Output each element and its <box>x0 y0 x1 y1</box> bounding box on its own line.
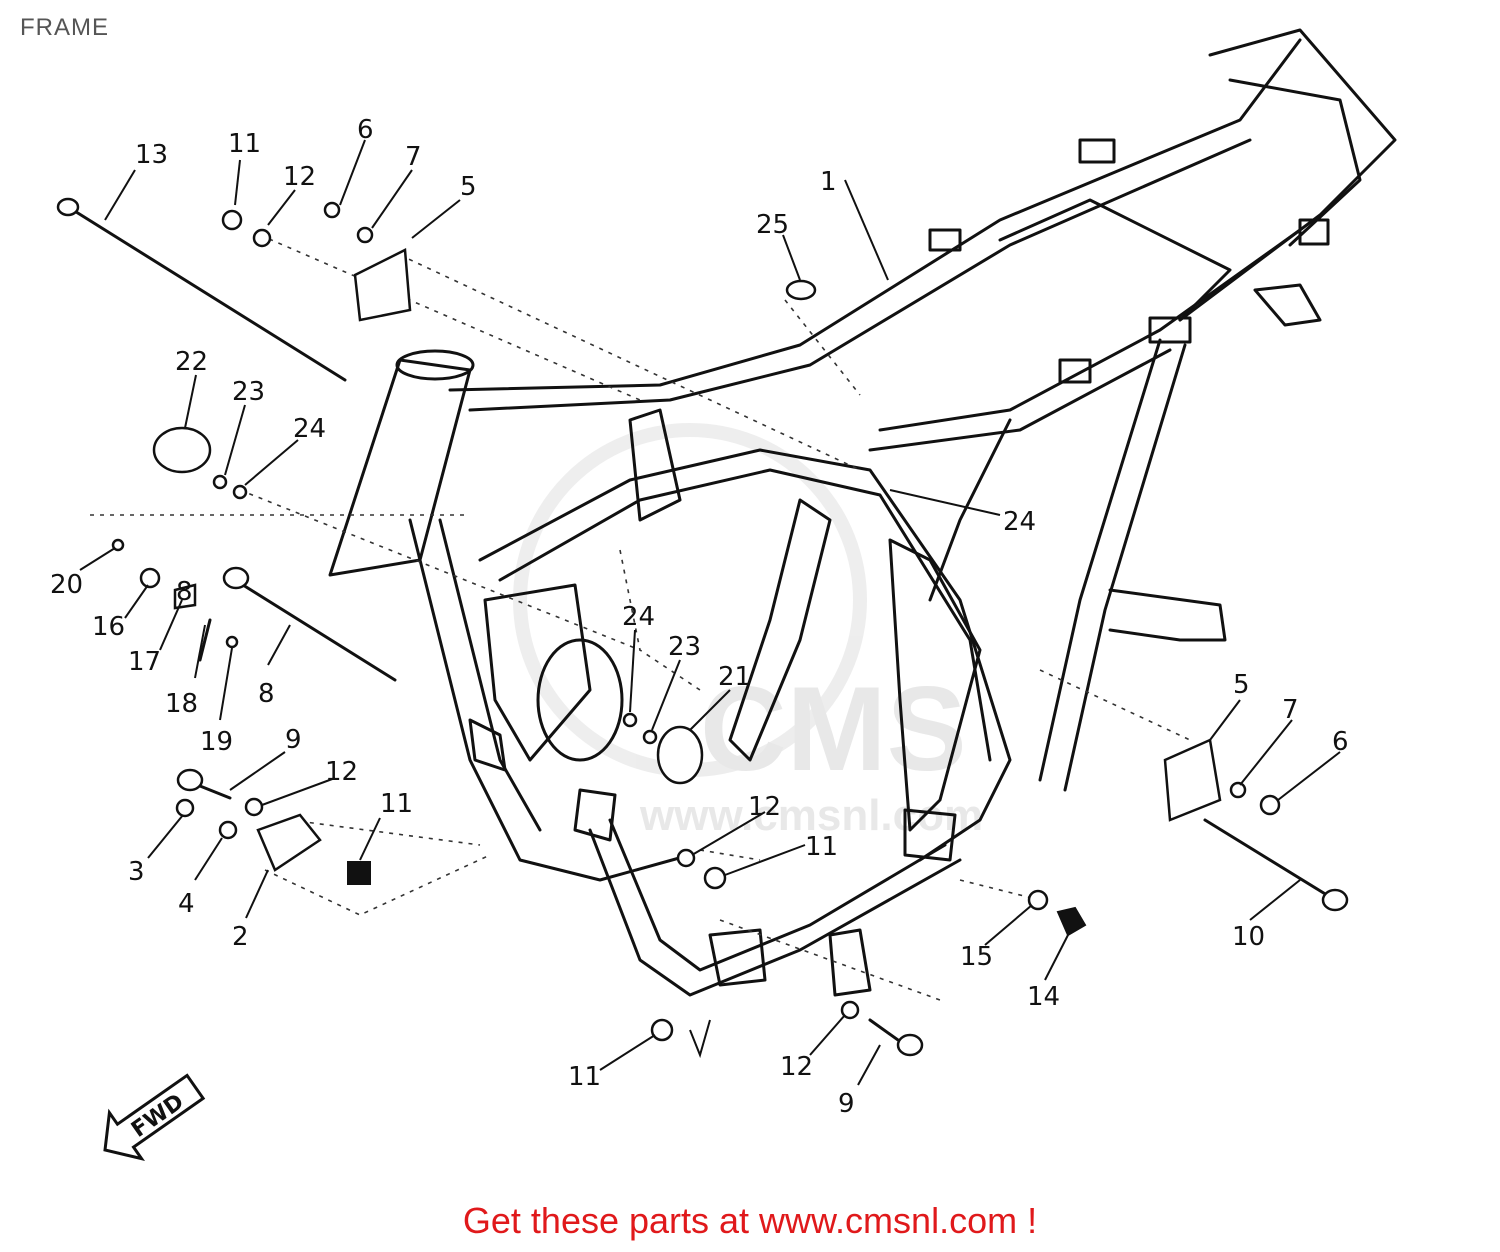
small-parts <box>56 197 1349 1057</box>
callout-8-bolt: 8 <box>258 679 275 709</box>
callout-20: 20 <box>50 570 83 600</box>
reference-lines <box>90 234 1191 1059</box>
callout-15: 15 <box>960 942 993 972</box>
callout-7-right: 7 <box>1282 695 1299 725</box>
callout-10: 10 <box>1232 922 1265 952</box>
callout-12-left: 12 <box>325 757 358 787</box>
callout-19: 19 <box>200 727 233 757</box>
page-title: FRAME <box>20 14 109 41</box>
callout-6-top: 6 <box>357 115 374 145</box>
callout-3: 3 <box>128 857 145 887</box>
callout-5-top: 5 <box>460 172 477 202</box>
leader-lines <box>79 139 1341 1086</box>
promo-link[interactable]: Get these parts at www.cmsnl.com ! <box>462 1200 1038 1241</box>
fwd-arrow: FWD <box>103 1073 206 1161</box>
callout-17: 17 <box>128 647 161 677</box>
callout-11-lower-left: 11 <box>380 789 413 819</box>
callout-1: 1 <box>820 167 837 197</box>
callout-24-left: 24 <box>293 414 326 444</box>
callout-2: 2 <box>232 922 249 952</box>
callout-11-center: 11 <box>805 832 838 862</box>
callout-14: 14 <box>1027 982 1060 1012</box>
callout-6-right: 6 <box>1332 727 1349 757</box>
callout-18: 18 <box>165 689 198 719</box>
callout-24-center: 24 <box>622 602 655 632</box>
frame-exploded-diagram: CMS www.cmsnl.com <box>50 28 1397 1161</box>
callout-11-bottom: 11 <box>568 1062 601 1092</box>
callout-11-top: 11 <box>228 129 261 159</box>
frame-main <box>328 28 1397 997</box>
callout-5-right: 5 <box>1233 670 1250 700</box>
callout-12-center: 12 <box>748 792 781 822</box>
callout-25: 25 <box>756 210 789 240</box>
watermark-text: CMS <box>700 662 967 796</box>
watermark: CMS www.cmsnl.com <box>513 423 983 840</box>
callout-21: 21 <box>718 662 751 692</box>
callout-numbers: 1 2 3 4 5 5 6 6 7 7 8 8 9 9 10 11 11 11 … <box>50 115 1349 1119</box>
callout-12-top: 12 <box>283 162 316 192</box>
callout-4: 4 <box>178 889 195 919</box>
callout-13: 13 <box>135 140 168 170</box>
callout-8-small: 8 <box>176 577 193 607</box>
callout-23-left: 23 <box>232 377 265 407</box>
callout-7-top: 7 <box>405 142 422 172</box>
callout-24-right: 24 <box>1003 507 1036 537</box>
callout-16: 16 <box>92 612 125 642</box>
callout-9-bottom: 9 <box>838 1089 855 1119</box>
callout-23-center: 23 <box>668 632 701 662</box>
callout-12-bottom: 12 <box>780 1052 813 1082</box>
callout-9-left: 9 <box>285 725 302 755</box>
callout-22: 22 <box>175 347 208 377</box>
